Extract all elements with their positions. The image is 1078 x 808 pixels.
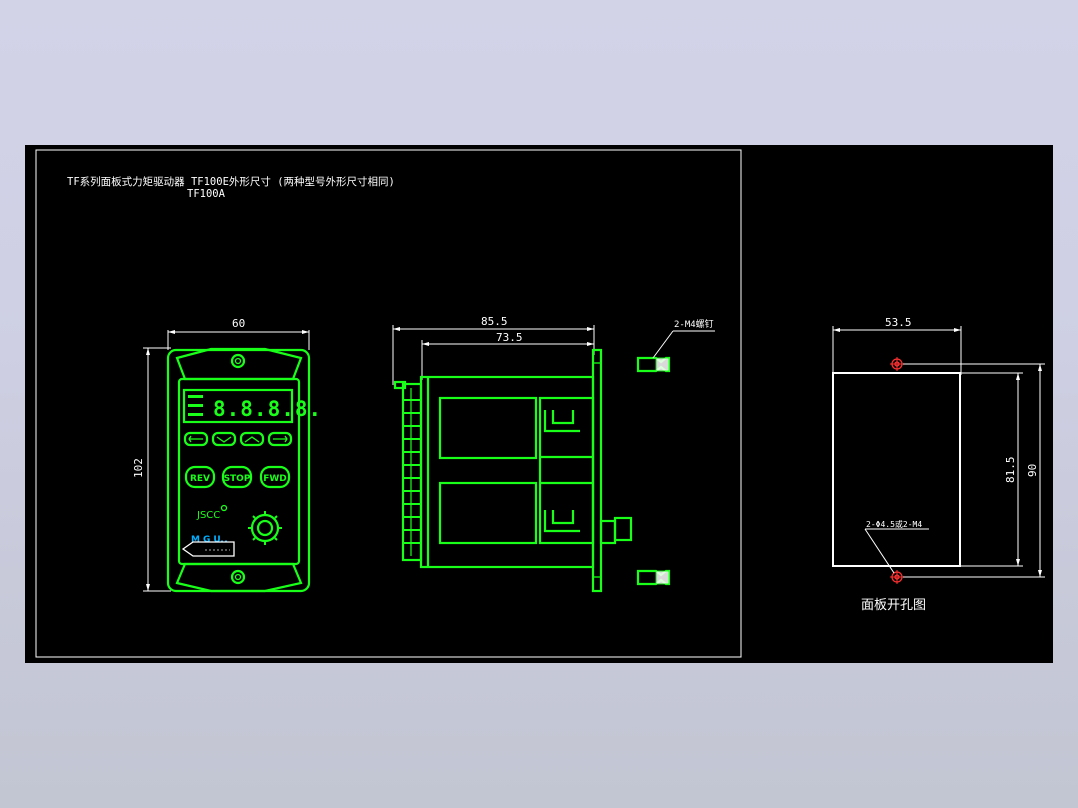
display-digits: 8.8.8.8. [213, 397, 322, 421]
stop-button[interactable] [221, 465, 253, 489]
key-2[interactable] [211, 431, 237, 447]
drawing-title: TF系列面板式力矩驱动器 TF100E外形尺寸 (两种型号外形尺寸相同) [67, 175, 395, 188]
stop-button-label: STOP [224, 474, 251, 484]
drawing-subtitle: TF100A [187, 188, 226, 200]
drawing-canvas: TF系列面板式力矩驱动器 TF100E外形尺寸 (两种型号外形尺寸相同) TF1… [35, 149, 1045, 658]
side-body-dim: 73.5 [496, 331, 523, 344]
speed-knob[interactable] [248, 511, 282, 545]
key-3[interactable] [239, 431, 265, 447]
side-view: 85.5 73.5 [392, 315, 715, 593]
mgu-logo: MGU [191, 535, 224, 545]
front-height-dim: 102 [132, 458, 145, 478]
front-width-dim: 60 [232, 317, 245, 330]
screw-label: 2-M4螺钉 [674, 319, 714, 330]
cutout-caption: 面板开孔图 [861, 598, 926, 613]
rev-button[interactable] [184, 465, 216, 489]
drawing-frame [35, 149, 742, 658]
cutout-outer-height-dim: 90 [1026, 464, 1039, 477]
rev-button-label: REV [190, 474, 210, 484]
key-4[interactable] [267, 431, 293, 447]
cutout-width-dim: 53.5 [885, 316, 912, 329]
side-depth-dim: 85.5 [481, 315, 508, 328]
cutout-view: 53.5 81.5 90 2-Φ4.5或2-M4 面板开孔图 [832, 316, 1045, 613]
brand-label: JSCC [196, 510, 220, 521]
fwd-button[interactable] [259, 465, 291, 489]
cutout-inner-height-dim: 81.5 [1004, 457, 1017, 484]
front-view: 60 102 8.8.8.8. [132, 317, 322, 593]
key-1[interactable] [183, 431, 209, 447]
fwd-button-label: FWD [263, 474, 287, 484]
hole-label: 2-Φ4.5或2-M4 [866, 519, 922, 529]
cad-viewport[interactable]: TF系列面板式力矩驱动器 TF100E外形尺寸 (两种型号外形尺寸相同) TF1… [25, 145, 1053, 663]
